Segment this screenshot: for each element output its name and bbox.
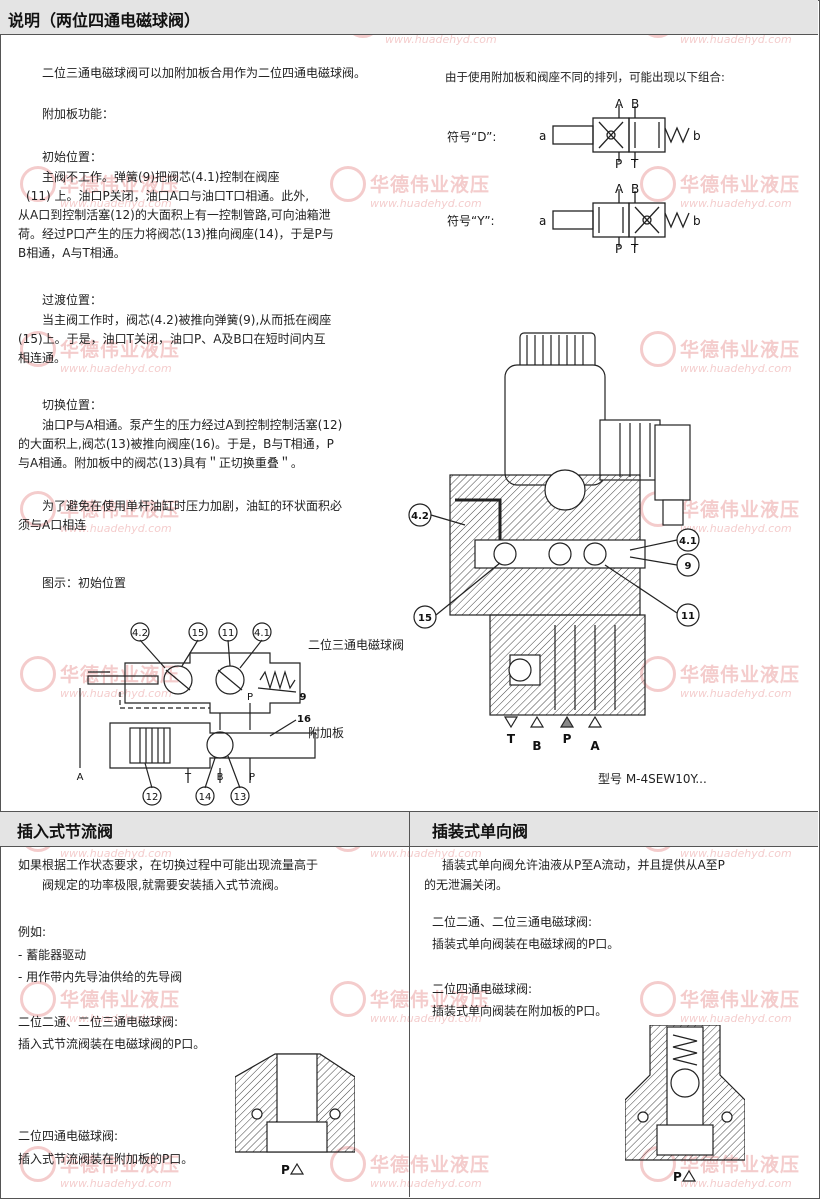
initial-heading: 初始位置：	[42, 150, 103, 164]
symbol-y-diagram: a b A B P T	[539, 183, 701, 253]
case-heading: 二位四通电磁球阀:	[432, 982, 533, 996]
paragraph-line: 阀规定的功率极限,就需要安装插入式节流阀。	[42, 878, 286, 892]
model-label: 型号 M-4SEW10Y...	[598, 772, 707, 786]
subheading: 附加板功能：	[42, 107, 115, 121]
example-heading: 例如:	[18, 925, 47, 939]
symbol-y-label: 符号“Y”:	[447, 214, 495, 228]
throttle-valve-drawing: P	[235, 1053, 355, 1177]
port-label: T	[507, 732, 516, 746]
intro-text: 二位三通电磁球阀可以加附加板合用作为二位四通电磁球阀。	[42, 66, 367, 80]
paragraph-line: 从A口到控制活塞(12)的大面积上有一控制管路,可向油箱泄	[18, 208, 331, 222]
section-title: 插装式单向阀	[432, 822, 529, 841]
paragraph-line: 的大面积上,阀芯(13)被推向阀座(16)。于是，B与T相通，P	[18, 437, 334, 451]
paragraph-line: 与A相通。附加板中的阀芯(13)具有＂正切换重叠＂。	[18, 456, 303, 470]
case-heading: 二位二通、二位三通电磁球阀:	[18, 1015, 179, 1029]
check-valve-drawing: P	[625, 1025, 745, 1184]
callout-label: 4.2	[411, 511, 429, 522]
port-label: A	[590, 739, 600, 753]
valve-section-view: 4.2 15 4.1 9 11 T B P A	[408, 332, 700, 753]
port-label: T	[630, 242, 639, 253]
paragraph-line: 的无泄漏关闭。	[424, 878, 509, 892]
paragraph-line: 荷。经过P口产生的压力将阀芯(13)推向阀座(14)，于是P与	[18, 227, 334, 241]
callout-label: 4.1	[679, 536, 697, 547]
case-text: 插装式单向阀装在电磁球阀的P口。	[432, 937, 620, 951]
callout-label: 13	[234, 792, 247, 803]
callout-label: 11	[222, 628, 235, 639]
paragraph-line: (15)上。于是，油口T关闭，油口P、A及B口在短时间内互	[18, 332, 326, 346]
list-item: - 用作带内先导油供给的先导阀	[18, 970, 183, 984]
port-label: A	[615, 183, 624, 196]
port-label: P	[563, 732, 572, 746]
section-header	[0, 0, 818, 35]
callout-label: 9	[300, 692, 307, 703]
valve-label: 二位三通电磁球阀	[308, 638, 405, 652]
port-label: A	[615, 98, 624, 111]
case-text: 插入式节流阀装在电磁球阀的P口。	[18, 1037, 206, 1051]
paragraph-line: (11) 上。油口P关闭，油口A口与油口T口相通。此外,	[26, 189, 310, 203]
circuit-schematic: 4.2 15 11 4.1 12 14 13 9 16 A T B P P	[77, 622, 316, 806]
callout-label: 11	[681, 611, 695, 622]
coil-label: a	[539, 214, 546, 228]
paragraph-line: 相连通。	[18, 351, 67, 365]
case-heading: 二位四通电磁球阀:	[18, 1129, 119, 1143]
port-label: A	[77, 772, 84, 783]
callout-label: 4.1	[254, 628, 270, 639]
paragraph-line: 当主阀工作时，阀芯(4.2)被推向弹簧(9),从而抵在阀座	[42, 313, 332, 327]
spring-label: b	[693, 214, 701, 228]
paragraph-line: B相通，A与T相通。	[18, 246, 126, 260]
plate-label: 附加板	[308, 726, 345, 740]
right-intro: 由于使用附加板和阀座不同的排列，可能出现以下组合:	[445, 70, 725, 84]
port-label: B	[217, 772, 224, 783]
symbol-d-diagram: a b A B P T	[539, 98, 701, 168]
column-divider	[409, 811, 410, 1197]
port-label: P	[247, 692, 253, 703]
port-label: P	[281, 1163, 290, 1177]
port-label: B	[532, 739, 541, 753]
case-text: 插入式节流阀装在附加板的P口。	[18, 1152, 194, 1166]
paragraph-line: 须与A口相连	[18, 518, 87, 532]
transition-heading: 过渡位置：	[42, 293, 103, 307]
port-label: T	[184, 772, 192, 783]
port-label: P	[615, 157, 622, 168]
callout-label: 15	[418, 613, 432, 624]
callout-label: 9	[685, 561, 692, 572]
paragraph-line: 为了避免在使用单杆油缸时压力加剧，油缸的环状面积必	[42, 499, 343, 513]
paragraph-line: 油口P与A相通。泵产生的压力经过A到控制控制活塞(12)	[42, 418, 343, 432]
port-label: P	[615, 242, 622, 253]
list-item: - 蓄能器驱动	[18, 948, 87, 962]
port-label: T	[630, 157, 639, 168]
port-label: B	[631, 98, 639, 111]
symbol-d-label: 符号“D”:	[447, 130, 497, 144]
callout-label: 14	[199, 792, 212, 803]
paragraph-line: 如果根据工作状态要求，在切换过程中可能出现流量高于	[18, 858, 319, 872]
figure-caption: 图示：初始位置	[42, 576, 127, 590]
callout-label: 12	[146, 792, 159, 803]
callout-label: 15	[192, 628, 205, 639]
spring-label: b	[693, 129, 701, 143]
case-text: 插装式单向阀装在附加板的P口。	[432, 1004, 608, 1018]
port-label: P	[249, 772, 255, 783]
paragraph-line: 插装式单向阀允许油液从P至A流动，并且提供从A至P	[442, 858, 725, 872]
port-label: B	[631, 183, 639, 196]
callout-label: 16	[297, 714, 311, 725]
section-title: 插入式节流阀	[17, 822, 114, 841]
case-heading: 二位二通、二位三通电磁球阀:	[432, 915, 593, 929]
paragraph-line: 主阀不工作。弹簧(9)把阀芯(4.1)控制在阀座	[42, 170, 280, 184]
switch-heading: 切换位置：	[42, 398, 103, 412]
callout-label: 4.2	[132, 628, 148, 639]
coil-label: a	[539, 129, 546, 143]
section-title: 说明（两位四通电磁球阀）	[8, 11, 201, 30]
port-label: P	[673, 1170, 682, 1184]
